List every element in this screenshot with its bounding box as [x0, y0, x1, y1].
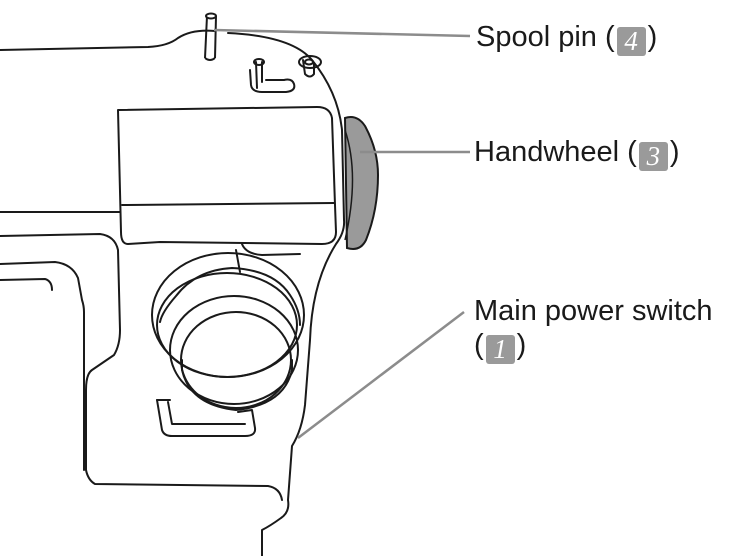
machine-arm-outline [0, 233, 283, 501]
dial-marker [235, 249, 241, 273]
needle-bar-area [0, 261, 85, 471]
callout-label: Handwheel [474, 136, 620, 168]
callout-handwheel: Handwheel (3) [474, 136, 680, 171]
callout-label: Spool pin [476, 21, 597, 53]
callout-main-power-switch: Main power switch(1) [474, 295, 713, 364]
top-cover-line [121, 202, 335, 206]
callout-label: Main power switch [474, 295, 713, 327]
callout-number-badge: 3 [638, 142, 668, 171]
stitch-lever [156, 399, 257, 437]
bobbin-winder [298, 55, 322, 78]
spool-pin [204, 12, 217, 61]
leader-line-power-switch [297, 311, 465, 439]
thread-guide [249, 58, 296, 93]
machine-top-edge [0, 29, 216, 51]
leader-line-spool-pin [213, 28, 471, 38]
top-cover [117, 106, 337, 245]
handwheel [343, 116, 380, 250]
pattern-dial [151, 249, 305, 411]
machine-right-outline [227, 32, 346, 556]
callout-number-badge: 1 [485, 335, 515, 364]
callout-number-badge: 4 [616, 27, 646, 56]
callout-spool-pin: Spool pin (4) [476, 21, 658, 56]
